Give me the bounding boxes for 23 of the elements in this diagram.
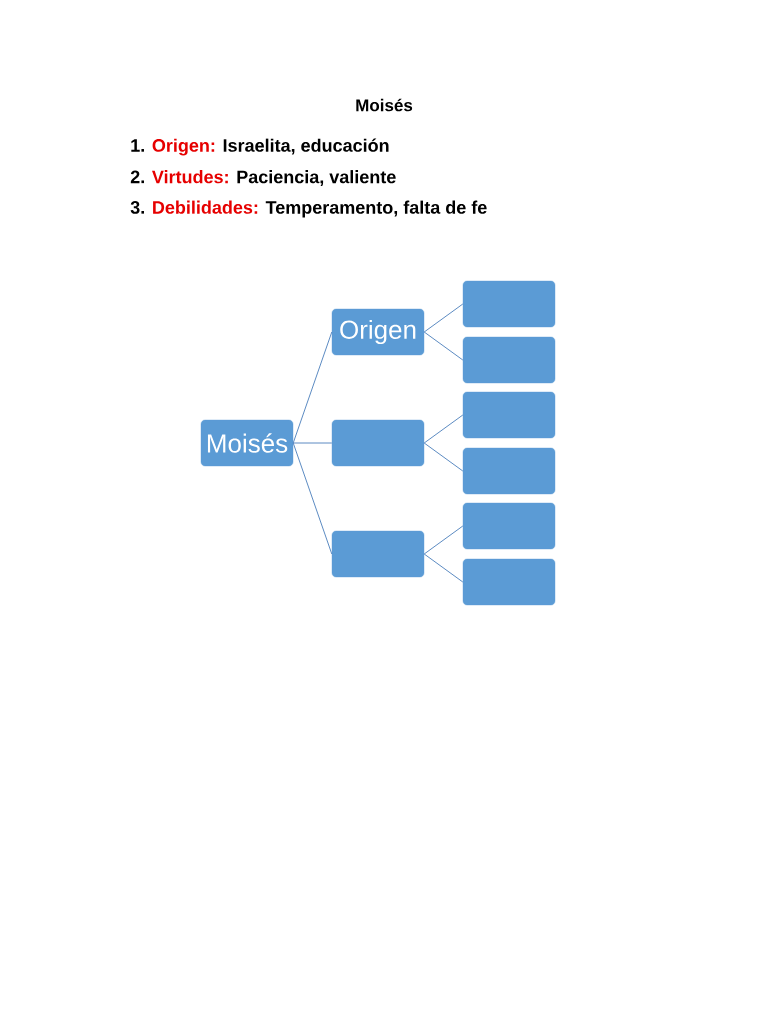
- topic-box: Origen: [331, 308, 425, 356]
- list-item: 3. Debilidades: Temperamento, falta de fe: [130, 200, 487, 218]
- connector-line: [423, 553, 464, 583]
- empty-box: [462, 336, 556, 384]
- empty-box: [462, 447, 556, 495]
- empty-box: [331, 419, 425, 467]
- empty-box: [462, 391, 556, 439]
- empty-box: [462, 502, 556, 550]
- empty-box: [462, 280, 556, 328]
- list-item: 2. Virtudes: Paciencia, valiente: [130, 170, 396, 186]
- connector-line: [423, 442, 464, 472]
- title: Moisés: [356, 98, 413, 112]
- connector-line: [423, 414, 464, 444]
- connector-line: [292, 442, 333, 444]
- connector-line: [292, 331, 333, 444]
- empty-box: [331, 530, 425, 578]
- empty-box: [462, 558, 556, 606]
- connector-line: [423, 331, 464, 361]
- topic-box: Moisés: [200, 419, 294, 467]
- connector-line: [423, 303, 464, 333]
- connector-line: [423, 525, 464, 555]
- list-item: 1. Origen: Israelita, educación: [131, 138, 389, 156]
- connector-line: [292, 442, 333, 555]
